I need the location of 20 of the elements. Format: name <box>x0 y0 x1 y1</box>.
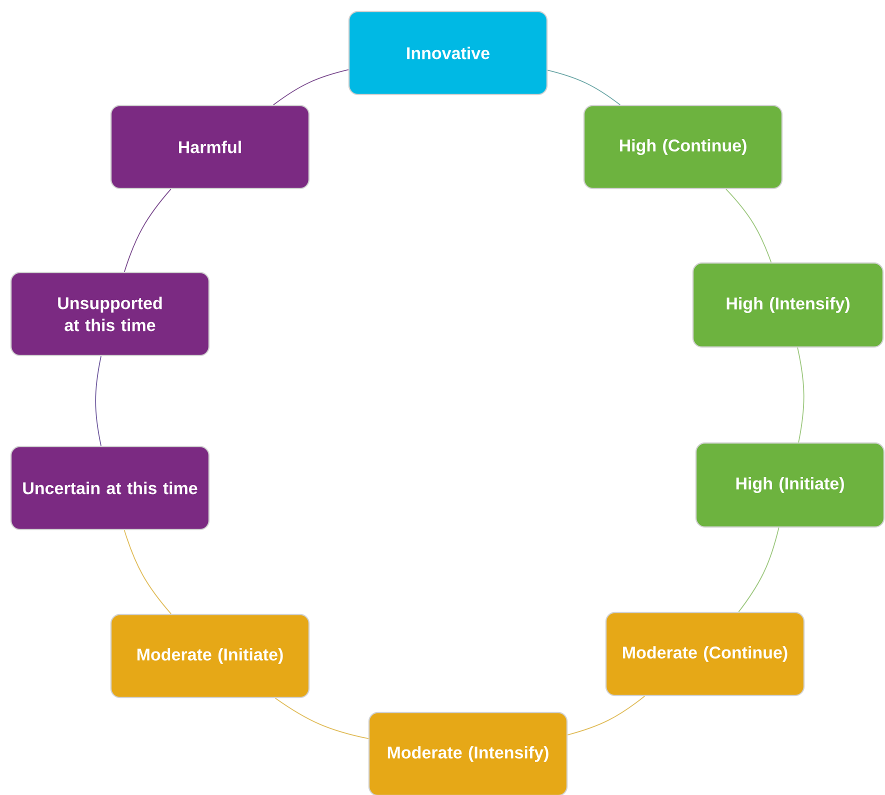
connector-arc <box>547 70 621 106</box>
rating-box: High (Initiate) <box>695 442 885 528</box>
rating-box: High (Continue) <box>583 104 783 190</box>
rating-box: Harmful <box>110 104 310 190</box>
connector-arc <box>567 696 646 736</box>
rating-box: Moderate (Intensify) <box>368 712 568 795</box>
connector-arc <box>274 698 369 740</box>
rating-box: Uncertain at this time <box>10 446 210 530</box>
connector-arc <box>738 527 780 612</box>
rating-box: Moderate (Initiate) <box>110 614 310 698</box>
connector-arc <box>272 69 349 106</box>
rating-box: Moderate (Continue) <box>605 612 805 696</box>
rating-box: Innovative <box>348 10 548 96</box>
connector-arc <box>726 188 772 263</box>
connector-arc <box>124 530 172 614</box>
connector-arc <box>95 356 102 446</box>
connector-arc <box>797 347 804 443</box>
connector-arc <box>124 188 172 272</box>
rating-box: Unsupported at this time <box>10 272 210 356</box>
rating-box: High (Intensify) <box>692 262 884 348</box>
